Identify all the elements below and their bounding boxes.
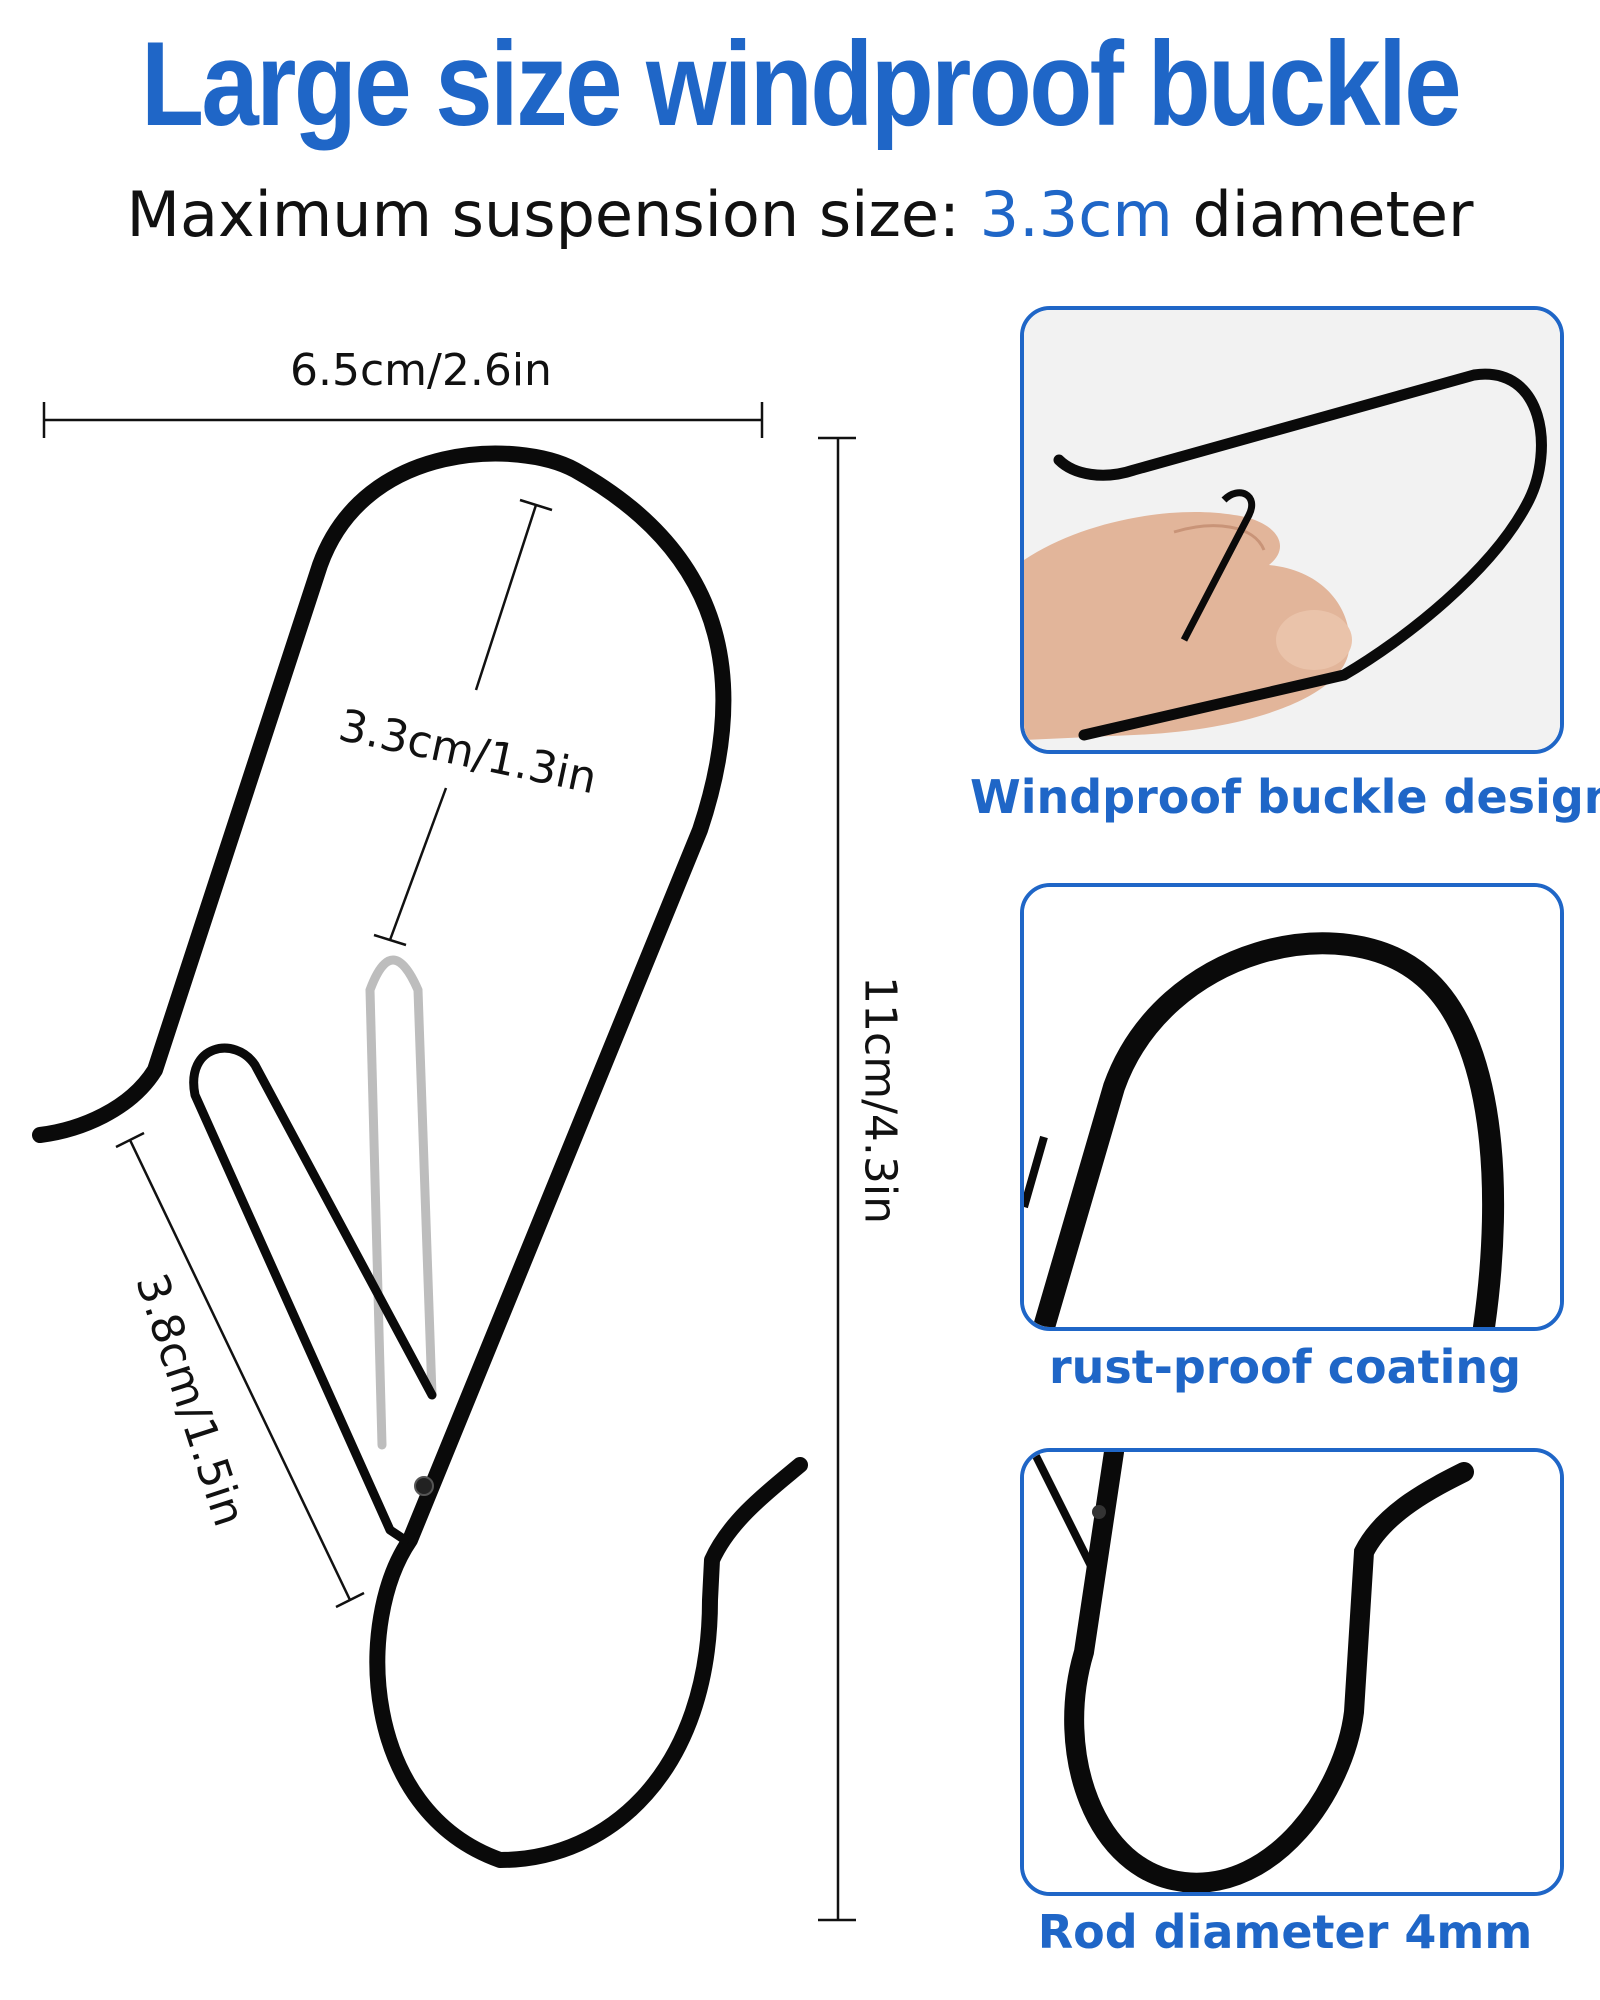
- open-clip-ghost: [365, 955, 437, 1450]
- hook-closeup-photo: [1024, 887, 1560, 1327]
- subtitle-suffix: diameter: [1172, 178, 1474, 251]
- hook-end-photo: [1024, 1452, 1560, 1892]
- feature-caption-rod: Rod diameter 4mm: [1037, 1905, 1533, 1959]
- hand-icon: [1024, 512, 1350, 740]
- width-dimension-label: 6.5cm/2.6in: [290, 345, 552, 396]
- height-dimension-line: [818, 436, 856, 1922]
- opening-dimension-line: [373, 498, 553, 947]
- feature-panel-coating: [1020, 883, 1564, 1331]
- subtitle-highlight: 3.3cm: [979, 178, 1173, 251]
- rivet-icon: [414, 1476, 434, 1496]
- page-title: Large size windproof buckle: [140, 17, 1462, 151]
- subtitle-prefix: Maximum suspension size:: [126, 178, 980, 251]
- hand-holding-hook-photo: [1024, 310, 1560, 750]
- windproof-clip: [189, 1043, 437, 1545]
- feature-caption-coating: rust-proof coating: [1048, 1340, 1522, 1394]
- feature-panel-rod: [1020, 1448, 1564, 1896]
- page-subtitle: Maximum suspension size: 3.3cm diameter: [0, 178, 1600, 252]
- feature-caption-windproof: Windproof buckle design: [970, 770, 1600, 824]
- clip-length-dimension-line: [115, 1131, 365, 1609]
- hook-diagram: [32, 402, 856, 1922]
- feature-panel-windproof: [1020, 306, 1564, 754]
- width-dimension-line: [42, 402, 764, 438]
